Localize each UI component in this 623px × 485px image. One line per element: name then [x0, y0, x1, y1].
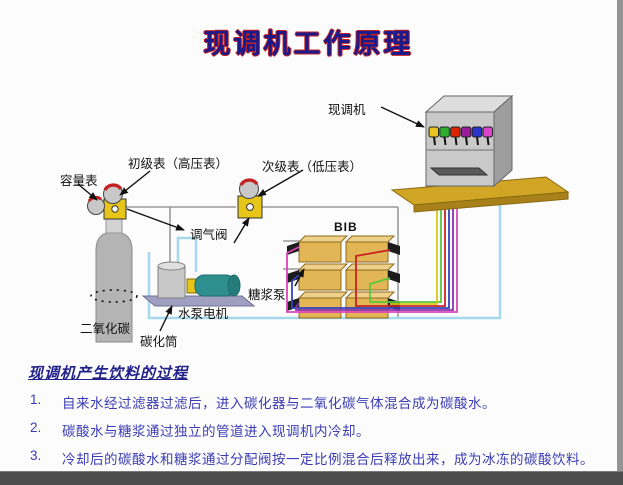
bib-stack	[287, 235, 400, 319]
process-step: 1. 自来水经过滤器过滤后，进入碳化器与二氧化碳气体混合成为碳酸水。	[30, 392, 610, 420]
step-number: 2.	[30, 420, 42, 435]
syrup-tubes	[286, 198, 458, 313]
window-edge-right	[617, 0, 623, 485]
secondary-regulator	[237, 178, 263, 219]
carbonator-cylinder	[157, 261, 186, 299]
label-gas-valve: 调气阀	[190, 228, 228, 242]
label-co2: 二氧化碳	[80, 322, 131, 336]
label-bib: BIB	[334, 220, 358, 234]
process-steps: 1. 自来水经过滤器过滤后，进入碳化器与二氧化碳气体混合成为碳酸水。 2. 碳酸…	[30, 392, 610, 476]
label-syrup-pump: 糖浆泵	[248, 288, 286, 302]
process-heading: 现调机产生饮料的过程	[28, 365, 189, 382]
page-title: 现调机工作原理	[203, 29, 414, 59]
annotation-arrows	[77, 106, 425, 332]
counter-table	[390, 176, 570, 213]
bib-box	[297, 235, 396, 319]
label-water-pump-motor: 水泵电机	[178, 307, 229, 321]
process-step: 3. 冷却后的碳酸水和糖浆通过分配阀按一定比例混合后释放出来，成为冰冻的碳酸饮料…	[30, 448, 610, 476]
valve-nozzles	[433, 136, 490, 146]
window-edge-bottom	[0, 471, 623, 485]
step-number: 1.	[30, 392, 42, 407]
step-text: 冷却后的碳酸水和糖浆通过分配阀按一定比例混合后释放出来，成为冰冻的碳酸饮料。	[62, 452, 594, 467]
label-capacity-gauge: 容量表	[60, 174, 98, 188]
dispenser-machine	[424, 94, 514, 188]
label-secondary-gauge: 次级表（低压表）	[262, 160, 363, 174]
label-primary-gauge: 初级表（高压表）	[128, 157, 229, 171]
step-number: 3.	[30, 448, 42, 463]
water-pump-motor	[186, 274, 241, 297]
drip-tray	[429, 167, 489, 176]
process-step: 2. 碳酸水与糖浆通过独立的管道进入现调机内冷却。	[30, 420, 610, 448]
label-dispenser: 现调机	[328, 103, 366, 117]
step-text: 碳酸水与糖浆通过独立的管道进入现调机内冷却。	[62, 424, 370, 439]
co2-tank	[90, 216, 138, 343]
label-carbonator: 碳化筒	[140, 335, 178, 349]
primary-regulator	[87, 183, 127, 220]
step-text: 自来水经过滤器过滤后，进入碳化器与二氧化碳气体混合成为碳酸水。	[62, 396, 496, 411]
